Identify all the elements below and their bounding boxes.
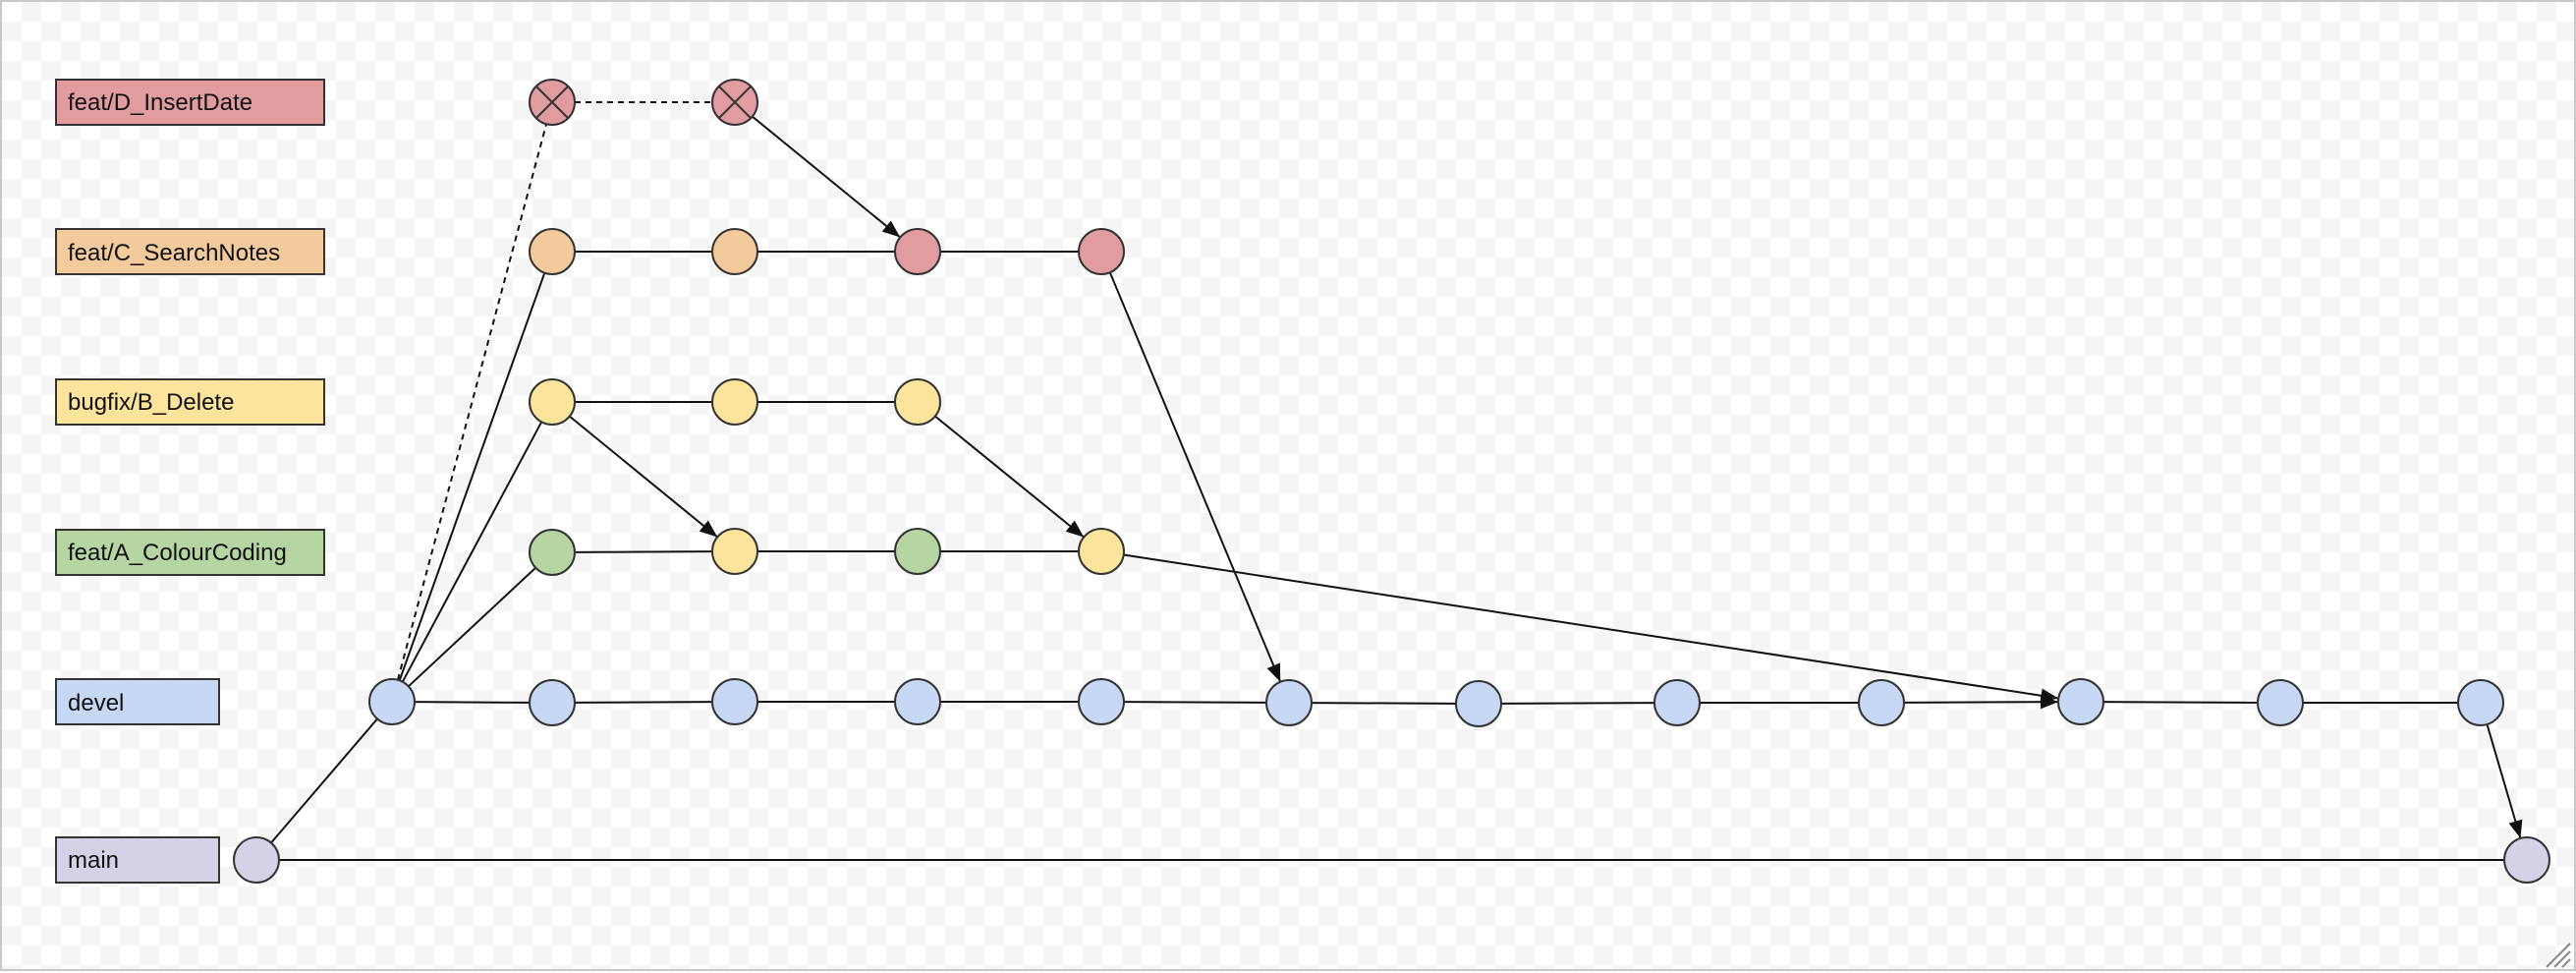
cross-icon: [535, 86, 569, 119]
edge-a_4-to-dev_10: [1123, 553, 2059, 703]
commit-node-dev-1[interactable]: [368, 678, 416, 725]
commits-layer: [233, 79, 2550, 884]
branch-label-devel[interactable]: devel: [55, 678, 220, 725]
commit-node-a-2[interactable]: [711, 528, 758, 575]
branch-label-text: main: [68, 847, 119, 874]
edge-main_1-to-dev_1: [270, 717, 378, 844]
edge-dev_1-to-a_1: [408, 566, 536, 688]
commit-node-dev-4[interactable]: [894, 678, 941, 725]
edge-dev_12-to-main_2: [2486, 723, 2523, 839]
edge-dev_2-to-dev_3: [574, 701, 713, 704]
edge-dev_1-to-b_1: [401, 421, 543, 683]
edge-dev_6-to-dev_7: [1311, 702, 1457, 705]
branch-label-feat-d-insertdate[interactable]: feat/D_InsertDate: [55, 79, 325, 126]
branch-label-text: feat/D_InsertDate: [68, 89, 252, 116]
edge-dev_1-to-c_1: [398, 272, 546, 681]
commit-node-c-3[interactable]: [894, 228, 941, 275]
commit-node-main-1[interactable]: [233, 836, 280, 884]
commit-node-b-3[interactable]: [894, 378, 941, 426]
commit-node-a-3[interactable]: [894, 528, 941, 575]
commit-node-a-4[interactable]: [1078, 528, 1125, 575]
commit-node-d-1[interactable]: [529, 79, 576, 126]
commit-node-dev-12[interactable]: [2457, 679, 2504, 726]
edge-b_3-to-a_4: [934, 415, 1085, 539]
edge-dev_9-to-dev_10: [1903, 694, 2059, 710]
commit-node-main-2[interactable]: [2503, 836, 2550, 884]
commit-node-dev-5[interactable]: [1078, 678, 1125, 725]
commit-node-dev-6[interactable]: [1265, 679, 1313, 726]
branch-label-text: devel: [68, 690, 124, 716]
commit-node-c-2[interactable]: [711, 228, 758, 275]
resize-grip-icon[interactable]: [2546, 943, 2571, 968]
branch-label-bugfix-b-delete[interactable]: bugfix/B_Delete: [55, 378, 325, 426]
edge-b_1-to-a_2: [569, 415, 718, 539]
branch-label-text: feat/C_SearchNotes: [68, 240, 280, 266]
commit-node-b-2[interactable]: [711, 378, 758, 426]
edge-dev_1-to-dev_2: [414, 701, 531, 704]
branch-labels: feat/D_InsertDate feat/C_SearchNotes bug…: [55, 79, 325, 884]
commit-node-a-1[interactable]: [529, 529, 576, 576]
commit-node-dev-3[interactable]: [711, 678, 758, 725]
commit-node-dev-8[interactable]: [1653, 679, 1701, 726]
edge-dev_5-to-dev_6: [1123, 701, 1267, 704]
commit-node-dev-10[interactable]: [2057, 678, 2104, 725]
branch-label-feat-c-searchnotes[interactable]: feat/C_SearchNotes: [55, 228, 325, 275]
commit-node-dev-2[interactable]: [529, 679, 576, 726]
edge-a_1-to-a_2: [574, 550, 713, 553]
commit-node-b-1[interactable]: [529, 378, 576, 426]
cross-icon: [718, 86, 752, 119]
branch-label-text: feat/A_ColourCoding: [68, 540, 287, 566]
commit-node-dev-9[interactable]: [1858, 679, 1905, 726]
branch-label-text: bugfix/B_Delete: [68, 389, 234, 416]
edges-layer: [270, 101, 2523, 861]
branch-label-main[interactable]: main: [55, 836, 220, 884]
commit-node-c-4[interactable]: [1078, 228, 1125, 275]
commit-node-dev-11[interactable]: [2257, 679, 2304, 726]
commit-node-dev-7[interactable]: [1455, 680, 1502, 727]
branch-label-feat-a-colourcoding[interactable]: feat/A_ColourCoding: [55, 529, 325, 576]
edge-dev_1-to-d_1: [396, 123, 548, 681]
commit-node-c-1[interactable]: [529, 228, 576, 275]
edge-dev_10-to-dev_11: [2102, 701, 2259, 704]
edge-d_2-to-c_3: [752, 115, 901, 239]
edge-c_4-to-dev_6: [1108, 271, 1282, 683]
edge-dev_7-to-dev_8: [1500, 702, 1655, 705]
commit-node-d-2[interactable]: [711, 79, 758, 126]
